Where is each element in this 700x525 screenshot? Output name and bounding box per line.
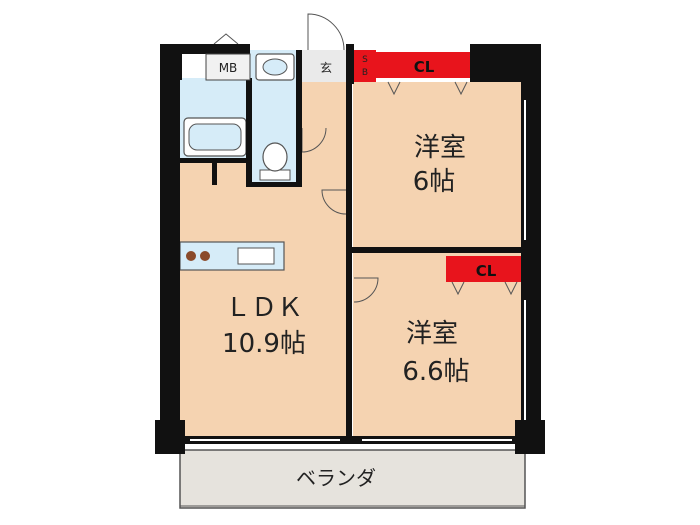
wall-bedrooms [352, 247, 524, 253]
meter-box-label: MB [219, 61, 238, 75]
closet-top-label: CL [414, 58, 435, 76]
entrance-label: 玄 [320, 60, 332, 75]
bedroom-top-name: 洋室 [414, 133, 466, 163]
wall-bottom [160, 436, 541, 444]
wall-center [346, 82, 352, 444]
meter-box-door [213, 33, 239, 45]
closet-bottom [446, 256, 523, 282]
shoe-box-label-s: S [362, 55, 368, 65]
bedroom-bottom-door-swing [353, 277, 379, 303]
ldk-door-swing [321, 189, 347, 215]
wall-left [160, 44, 180, 442]
balcony-area [179, 449, 526, 509]
balcony-label: ベランダ [296, 466, 376, 490]
bedroom-bottom-name: 洋室 [406, 319, 458, 349]
toilet-door-swing [301, 127, 327, 153]
entrance-door-swing [307, 13, 345, 51]
kitchen-counter-icon [179, 241, 285, 271]
bedroom-top-floor [353, 82, 523, 248]
bedroom-bottom-size: 6.6帖 [402, 357, 469, 387]
entrance-floor [302, 50, 350, 82]
bedroom-bottom-floor [353, 253, 523, 443]
toilet-icon [259, 142, 291, 181]
bedroom-top-size: 6帖 [413, 167, 456, 197]
shoe-box-label-b: B [362, 68, 368, 78]
shoe-box [354, 50, 376, 82]
ldk-name: ＬＤＫ [225, 293, 303, 323]
ldk-size: 10.9帖 [222, 329, 306, 359]
closet-bottom-label: CL [476, 262, 497, 280]
ldk-floor [178, 162, 350, 442]
meter-box [205, 53, 251, 81]
